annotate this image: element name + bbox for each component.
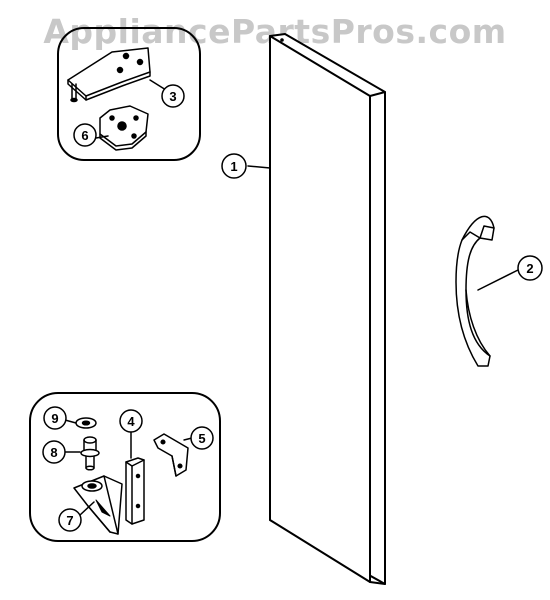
svg-text:1: 1 (230, 159, 237, 174)
leader-6 (95, 135, 109, 139)
pin-part (80, 436, 100, 471)
bottom-hinge-part (73, 475, 123, 535)
door-handle (455, 215, 495, 367)
callout-1: 1 (221, 153, 247, 179)
svg-text:4: 4 (127, 414, 135, 429)
svg-text:7: 7 (66, 513, 73, 528)
callout-6: 6 (73, 123, 97, 147)
leader-7 (79, 501, 95, 516)
top-hinge-inset (57, 27, 201, 161)
leader-1 (247, 165, 271, 169)
top-hinge-part (67, 47, 151, 103)
callout-8: 8 (42, 440, 66, 464)
callout-7: 7 (58, 508, 82, 532)
callout-5: 5 (190, 426, 214, 450)
washer-part (75, 417, 97, 429)
svg-text:2: 2 (526, 261, 533, 276)
bottom-hinge-inset (29, 392, 221, 542)
inset-frame-bottom (29, 392, 221, 542)
leader-2 (477, 269, 519, 291)
hinge-plate-part (99, 105, 149, 151)
inset-frame (57, 27, 201, 161)
door-panel (269, 33, 386, 585)
svg-text:3: 3 (169, 89, 176, 104)
svg-text:6: 6 (81, 128, 88, 143)
svg-text:9: 9 (51, 411, 58, 426)
leader-9 (64, 419, 77, 424)
callout-4: 4 (119, 409, 143, 433)
callout-3: 3 (161, 84, 185, 108)
svg-text:8: 8 (50, 445, 57, 460)
bracket-part (153, 433, 189, 477)
callout-9: 9 (43, 406, 67, 430)
leader-3 (149, 79, 167, 91)
callout-2: 2 (517, 255, 543, 281)
channel-part (125, 457, 145, 525)
svg-text:5: 5 (198, 431, 205, 446)
